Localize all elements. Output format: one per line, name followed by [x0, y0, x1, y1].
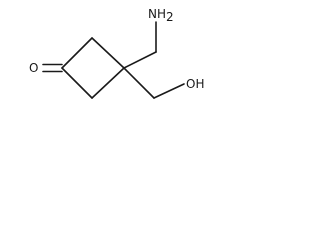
bond-ring-left — [61, 37, 93, 69]
chemical-structure: O NH2 OH — [29, 7, 204, 99]
carbonyl-oxygen-label: O — [29, 61, 38, 75]
bond-ring-top — [91, 37, 125, 69]
amine-label-subscript: 2 — [166, 10, 174, 24]
bond-c3-ch2-amine — [123, 51, 157, 69]
carbonyl-double-bond — [42, 63, 63, 73]
bond-ring-right — [91, 67, 125, 99]
hydroxymethyl-branch — [123, 67, 185, 99]
bond-ring-bottom — [61, 67, 93, 99]
amine-label-main: NH — [148, 7, 166, 21]
amine-label: NH2 — [148, 7, 174, 24]
hydroxyl-label: OH — [186, 77, 204, 91]
bond-ch2-oh — [153, 83, 185, 99]
cyclobutane-ring — [61, 37, 125, 99]
aminomethyl-branch — [123, 21, 157, 69]
bond-c3-ch2-hydroxyl — [123, 67, 155, 99]
